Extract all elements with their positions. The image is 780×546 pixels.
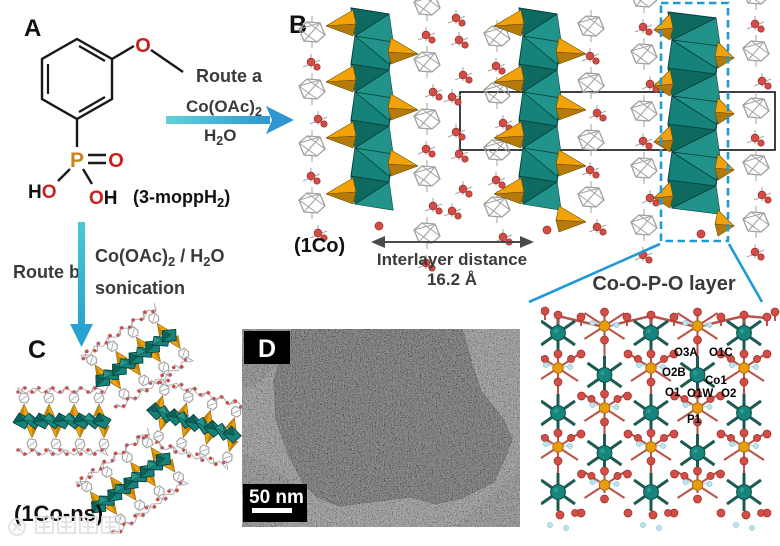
svg-text:O: O (135, 35, 151, 57)
svg-text:(1Co): (1Co) (294, 235, 345, 257)
svg-text:Co1: Co1 (705, 375, 727, 387)
svg-text:A: A (24, 15, 41, 42)
svg-text:HO: HO (28, 182, 57, 203)
svg-text:O2: O2 (721, 388, 736, 400)
svg-text:O1: O1 (665, 387, 681, 399)
svg-text:P1: P1 (687, 414, 702, 426)
svg-text:O1C: O1C (709, 347, 733, 359)
svg-text:C: C (28, 336, 46, 364)
svg-text:Interlayer distance: Interlayer distance (377, 250, 527, 269)
svg-text:Route b: Route b (13, 262, 80, 282)
svg-text:sonication: sonication (95, 278, 185, 298)
svg-text:Co(OAc)2 / H2O: Co(OAc)2 / H2O (95, 246, 225, 269)
svg-text:Co-O-P-O layer: Co-O-P-O layer (592, 273, 736, 295)
svg-text:O: O (108, 150, 124, 172)
svg-text:16.2 Å: 16.2 Å (427, 270, 477, 289)
svg-text:Route a: Route a (196, 66, 263, 86)
svg-text:(3-moppH2): (3-moppH2) (133, 187, 230, 210)
svg-text:Co(OAc)2: Co(OAc)2 (186, 97, 262, 119)
svg-text:50 nm: 50 nm (249, 487, 304, 508)
svg-text:O1W: O1W (687, 388, 713, 400)
svg-text:H2O: H2O (204, 126, 236, 148)
svg-text:OH: OH (89, 188, 118, 209)
svg-text:O2B: O2B (662, 367, 686, 379)
svg-text:P: P (70, 149, 84, 172)
svg-text:D: D (258, 335, 276, 363)
svg-text:O3A: O3A (674, 347, 698, 359)
